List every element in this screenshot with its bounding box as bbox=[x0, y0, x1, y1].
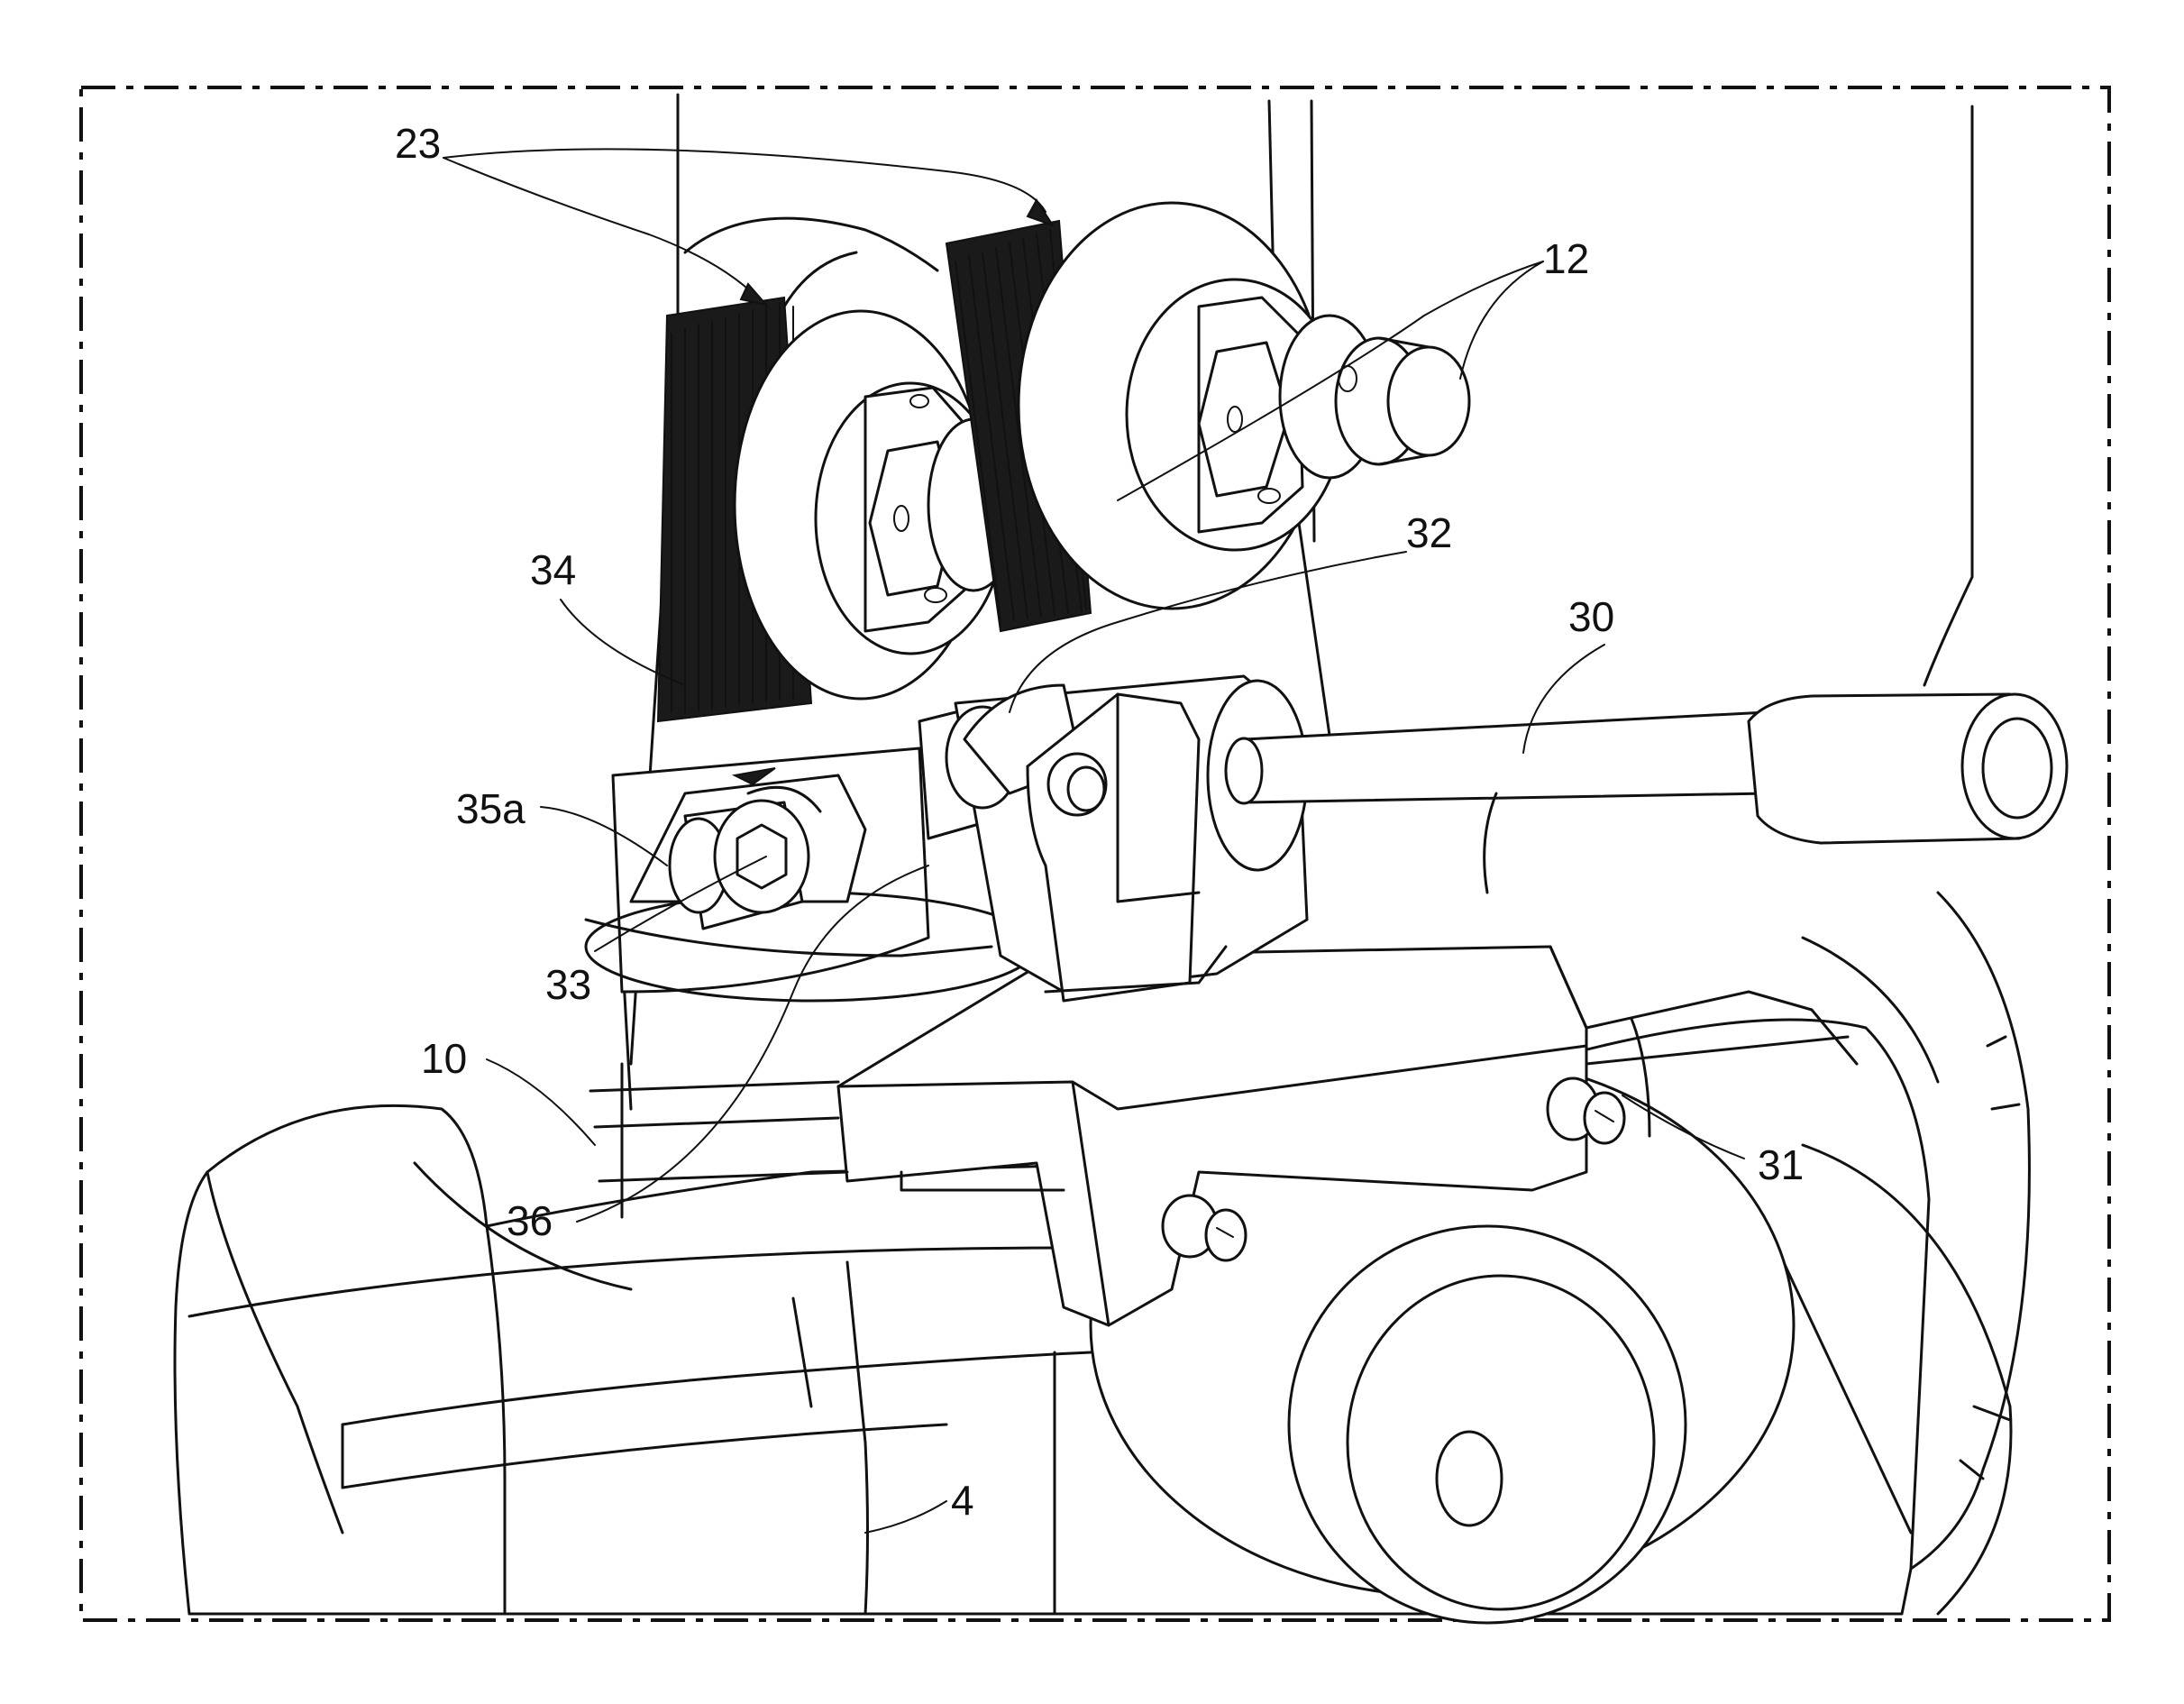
lever-pivot bbox=[946, 676, 1307, 1001]
lever-arm bbox=[1226, 694, 2067, 893]
leader-10 bbox=[487, 1059, 595, 1145]
label-10: 10 bbox=[421, 1035, 467, 1082]
label-35a: 35a bbox=[456, 785, 525, 832]
leader-23a bbox=[443, 158, 757, 298]
label-36: 36 bbox=[507, 1197, 553, 1244]
label-4: 4 bbox=[951, 1477, 974, 1524]
label-33: 33 bbox=[545, 961, 591, 1008]
label-12: 12 bbox=[1543, 235, 1589, 282]
label-23: 23 bbox=[395, 120, 441, 167]
label-32: 32 bbox=[1406, 509, 1452, 556]
label-30: 30 bbox=[1568, 593, 1614, 640]
leader-23b bbox=[443, 149, 1046, 212]
leader-12b bbox=[1460, 261, 1543, 379]
label-34: 34 bbox=[530, 546, 576, 593]
label-31: 31 bbox=[1758, 1141, 1804, 1188]
